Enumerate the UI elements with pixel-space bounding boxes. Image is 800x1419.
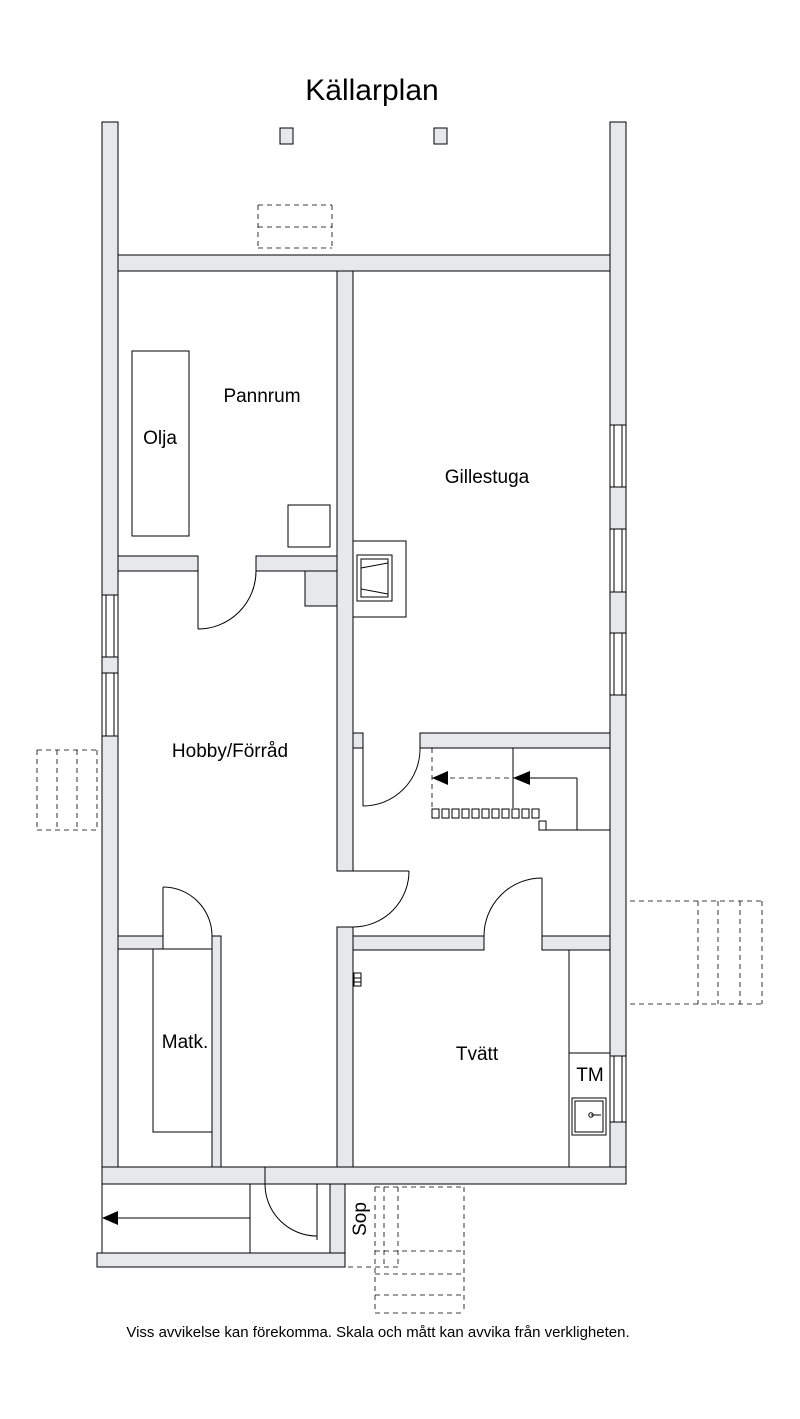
dashed-bottom-area	[348, 1186, 465, 1314]
fireplace	[352, 540, 407, 618]
room-label-gillestuga: Gillestuga	[445, 467, 530, 488]
dashed-lightwell-top	[257, 204, 333, 249]
room-label-sop: Sop	[350, 1202, 371, 1236]
walls	[96, 121, 627, 1268]
windows	[101, 424, 627, 1123]
disclaimer-text: Viss avvikelse kan förekomma. Skala och …	[126, 1324, 629, 1341]
room-label-pannrum: Pannrum	[223, 386, 300, 407]
room-label-tvatt: Tvätt	[456, 1044, 499, 1065]
pantry-shelf	[152, 948, 213, 1133]
vent-right	[433, 127, 448, 145]
room-label-hobby: Hobby/Förråd	[172, 741, 288, 762]
sink	[571, 1097, 607, 1136]
stairs	[431, 748, 610, 831]
dashed-steps-right	[630, 900, 763, 1005]
boiler	[287, 504, 331, 548]
vent-left	[279, 127, 294, 145]
plan-title: Källarplan	[305, 74, 438, 107]
dashed-steps-left	[36, 749, 98, 831]
room-label-matk: Matk.	[162, 1032, 208, 1053]
oil-tank	[131, 350, 190, 537]
room-label-olja: Olja	[143, 428, 177, 449]
room-label-tm: TM	[576, 1065, 603, 1086]
exit-passage	[101, 1184, 251, 1253]
stair-steps	[431, 808, 547, 831]
doors	[162, 570, 543, 1240]
tap-icon	[353, 972, 362, 987]
